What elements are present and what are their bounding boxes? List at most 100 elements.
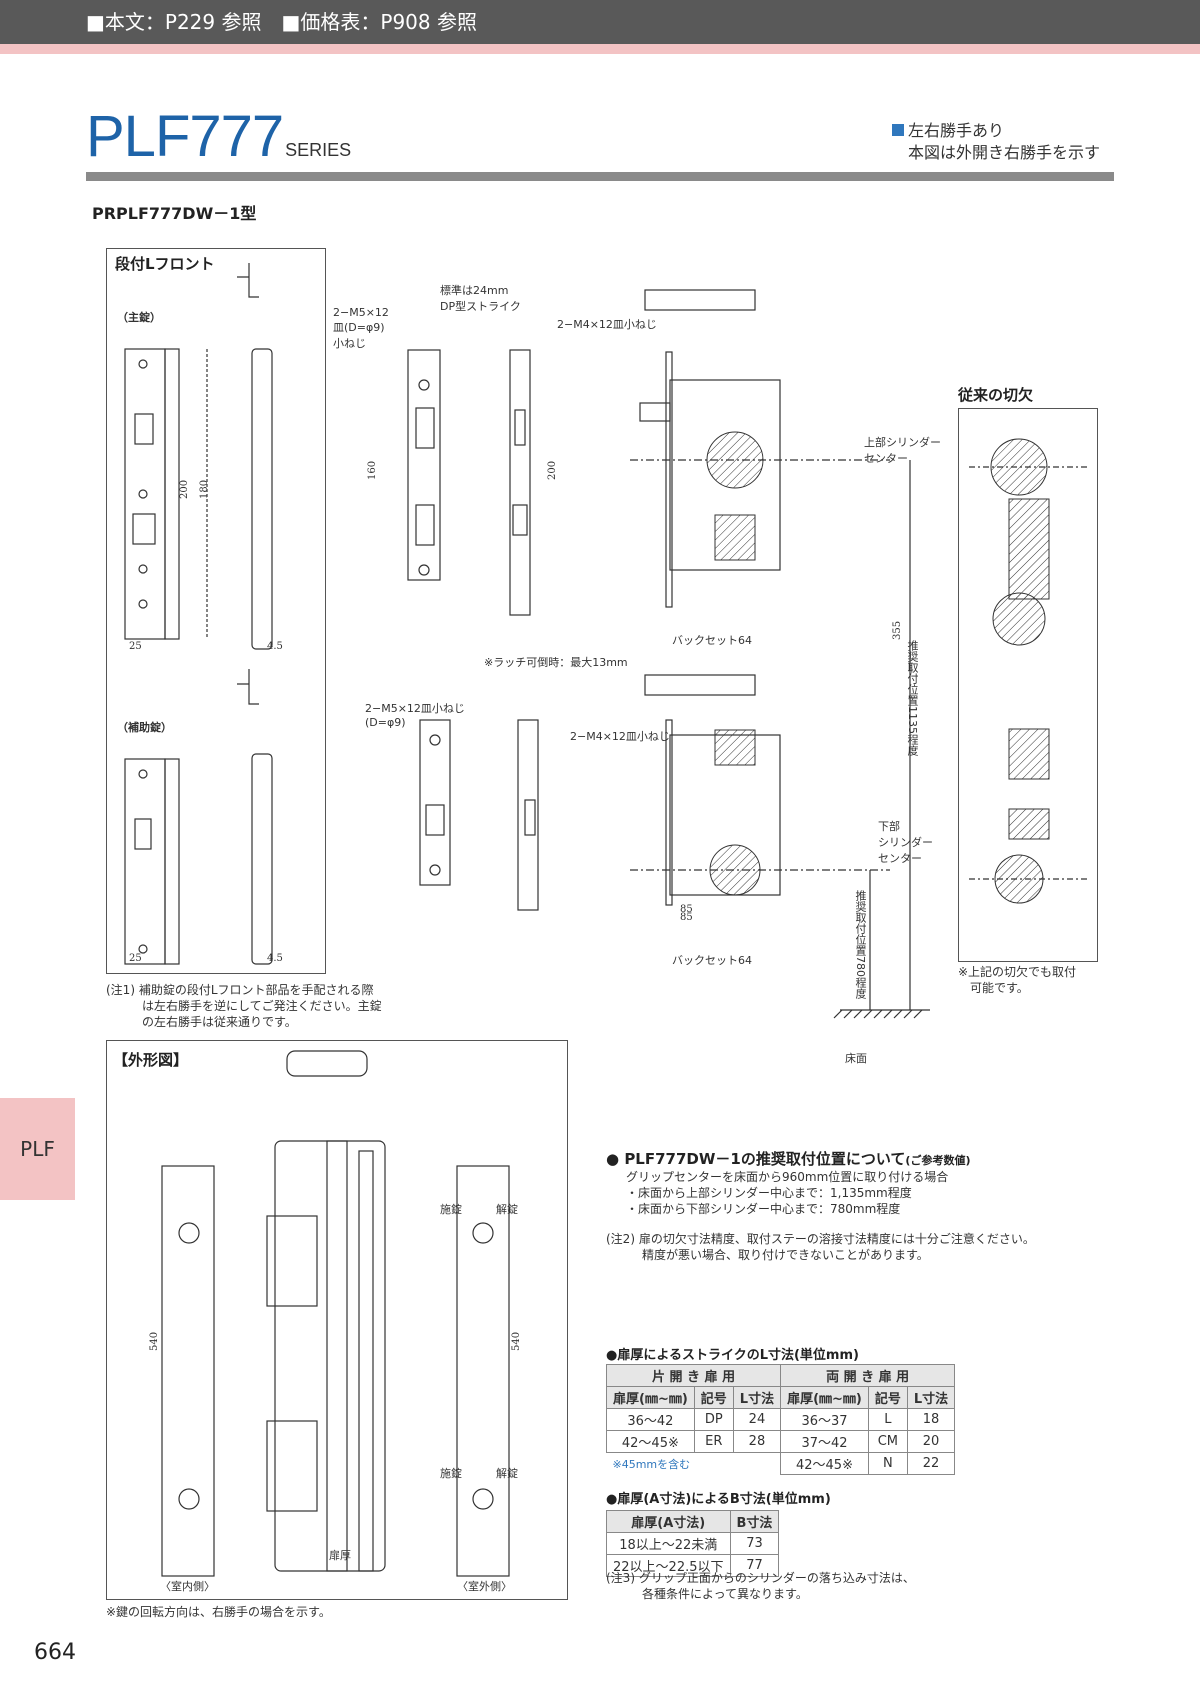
cell: L xyxy=(867,1408,908,1431)
title-rule xyxy=(86,172,1114,181)
recommend-line2: ・床面から上部シリンダー中心まで：1,135mm程度 xyxy=(626,1186,912,1200)
model-name: PRPLF777DW－1型 xyxy=(92,204,257,223)
aux-lock-label: （補助錠） xyxy=(117,721,172,734)
table1-footnote: ※45mmを含む xyxy=(612,1457,691,1471)
recommend-sub: (ご参考数値) xyxy=(905,1154,971,1167)
main-lock-label: （主錠） xyxy=(117,311,161,324)
col-thickness: 扉厚(㎜~㎜) xyxy=(606,1386,695,1409)
cell: 18 xyxy=(906,1408,956,1431)
header-accent-line xyxy=(0,44,1200,54)
group-single: 片 開 き 扉 用 xyxy=(605,1364,782,1387)
cell: 22 xyxy=(906,1452,956,1475)
unlock-label-1: 解錠 xyxy=(496,1203,518,1216)
svg-text:25: 25 xyxy=(129,953,142,964)
note-2: (注2) 扉の切欠寸法精度、取付ステーの溶接寸法精度には十分ご注意ください。 精… xyxy=(606,1232,1035,1262)
strike-std-label: 標準は24mm DP型ストライク xyxy=(440,284,521,313)
cell: 42～45※ xyxy=(780,1452,869,1475)
outline-panel: 【外形図】 540 540 〈室内側〉 〈室外側〉 施錠 解錠 施錠 解錠 扉厚 xyxy=(106,1040,568,1600)
svg-text:4.5: 4.5 xyxy=(267,641,283,652)
svg-text:355: 355 xyxy=(892,621,903,640)
cell: 42～45※ xyxy=(606,1430,695,1453)
table2-caption: ●扉厚(A寸法)によるB寸法(単位mm) xyxy=(606,1492,831,1507)
cell: ER xyxy=(693,1430,734,1453)
bullet-icon: ● xyxy=(606,1150,625,1168)
cell: DP xyxy=(693,1408,734,1431)
cell: 18以上～22未満 xyxy=(606,1532,731,1555)
svg-text:540: 540 xyxy=(511,1332,522,1351)
col-b: B寸法 xyxy=(729,1510,780,1533)
col-code: 記号 xyxy=(693,1386,734,1409)
cell: 28 xyxy=(732,1430,782,1453)
screws-label-4: 2−M4×12皿小ねじ xyxy=(570,730,670,743)
screws-label-1: 2−M5×12 皿(D=φ9) 小ねじ xyxy=(333,306,389,350)
outline-drawing: 540 540 xyxy=(149,1050,522,1577)
group-double: 両 開 き 扉 用 xyxy=(780,1364,956,1387)
lock-dimension-drawing: 160 200 355 85 85 xyxy=(367,289,930,1019)
door-thickness-label: 扉厚 xyxy=(329,1549,351,1562)
handing-note: 左右勝手あり 本図は外開き右勝手を示す xyxy=(892,120,1100,164)
cell: CM xyxy=(867,1430,908,1453)
conventional-note: ※上記の切欠でも取付 可能です。 xyxy=(958,965,1077,995)
col-thickness-2: 扉厚(㎜~㎜) xyxy=(780,1386,869,1409)
col-l-2: L寸法 xyxy=(906,1386,956,1409)
latch-note: ※ラッチ可倒時：最大13mm xyxy=(484,656,628,669)
handing-line1: 左右勝手あり xyxy=(908,121,1005,140)
page-references: ■本文：P229 参照 ■価格表：P908 参照 xyxy=(86,10,477,34)
col-a: 扉厚(A寸法) xyxy=(606,1510,731,1533)
cell: 36～37 xyxy=(780,1408,869,1431)
svg-text:200: 200 xyxy=(179,480,190,499)
svg-text:85: 85 xyxy=(680,904,693,915)
outdoor-label: 〈室外側〉 xyxy=(457,1580,512,1593)
recommend-heading: PLF777DW－1の推奨取付位置について xyxy=(624,1150,906,1168)
cell: 77 xyxy=(729,1554,780,1577)
indoor-label: 〈室内側〉 xyxy=(160,1580,215,1593)
svg-text:25: 25 xyxy=(129,641,142,652)
stepped-front-title: 段付Lフロント xyxy=(115,255,215,273)
cell: 24 xyxy=(732,1408,782,1431)
recommend-line1: グリップセンターを床面から960mm位置に取り付ける場合 xyxy=(626,1170,949,1184)
screws-label-3: 2−M5×12皿小ねじ (D=φ9) xyxy=(365,702,465,729)
lower-position-label: 推奨取付位置780程度 xyxy=(854,890,867,999)
lock-label-1: 施錠 xyxy=(440,1203,462,1216)
svg-text:85: 85 xyxy=(680,912,693,923)
svg-text:200: 200 xyxy=(547,461,558,480)
svg-text:180: 180 xyxy=(199,480,210,499)
cell: 22以上～22.5以下 xyxy=(606,1554,731,1577)
outline-title: 【外形図】 xyxy=(113,1051,189,1069)
note-3: (注3) グリップ正面からのシリンダーの落ち込み寸法は、 各種条件によって異なり… xyxy=(606,1571,915,1601)
note-1: (注1) 補助錠の段付Lフロント部品を手配される際 は左右勝手を逆にしてご発注く… xyxy=(106,983,382,1029)
outline-note: ※鍵の回転方向は、右勝手の場合を示す。 xyxy=(106,1605,331,1619)
recommend-section: ● PLF777DW－1の推奨取付位置について(ご参考数値) グリップセンターを… xyxy=(606,1148,1106,1263)
svg-text:160: 160 xyxy=(367,461,378,480)
lower-cylinder-label: 下部 シリンダー センター xyxy=(878,820,933,865)
floor-label: 床面 xyxy=(845,1052,867,1065)
upper-position-label: 推奨取付位置1135程度 xyxy=(906,640,919,756)
title-main: PLF777 xyxy=(86,104,284,169)
recommend-line3: ・床面から下部シリンダー中心まで：780mm程度 xyxy=(626,1202,901,1216)
col-code-2: 記号 xyxy=(867,1386,908,1409)
backset-label-2: バックセット64 xyxy=(672,954,752,967)
page-number: 664 xyxy=(34,1640,76,1665)
screws-label-2: 2−M4×12皿小ねじ xyxy=(557,318,657,331)
conventional-cutout-title: 従来の切欠 xyxy=(958,386,1034,404)
stepped-front-panel: 段付Lフロント （主錠） （補助錠） 200 180 25 4.5 25 4.5 xyxy=(106,248,326,974)
cell: N xyxy=(867,1452,908,1475)
handing-line2: 本図は外開き右勝手を示す xyxy=(908,143,1101,162)
lock-label-2: 施錠 xyxy=(440,1467,462,1480)
cell: 36～42 xyxy=(606,1408,695,1431)
svg-text:4.5: 4.5 xyxy=(267,953,283,964)
svg-text:540: 540 xyxy=(149,1332,160,1351)
cell: 20 xyxy=(906,1430,956,1453)
upper-cylinder-label: 上部シリンダー センター xyxy=(864,436,941,465)
cutout-drawing xyxy=(969,438,1089,904)
col-l: L寸法 xyxy=(732,1386,782,1409)
cell: 73 xyxy=(729,1532,780,1555)
